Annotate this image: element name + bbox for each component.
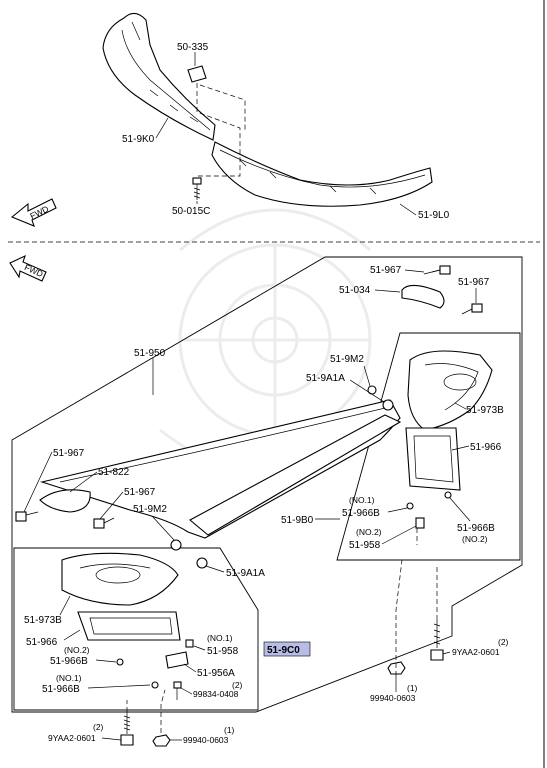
label-50-335: 50-335: [177, 42, 209, 53]
label-51-966B: 51-966B: [42, 684, 80, 695]
label-9YAA2-0601: 9YAA2-0601: [452, 647, 500, 657]
label-51-973B: 51-973B: [24, 615, 62, 626]
label-qty: (2): [498, 637, 509, 647]
label-51-966B: 51-966B: [50, 656, 88, 667]
label-qty: (2): [232, 680, 243, 690]
label-51-9C0: 51-9C0: [267, 645, 300, 656]
rear-spoiler-wing: [39, 399, 402, 539]
label-51-967: 51-967: [124, 487, 156, 498]
highlight-label-51-9C0[interactable]: 51-9C0: [263, 641, 311, 657]
label-51-9M2: 51-9M2: [133, 504, 167, 515]
label-51-9A1A: 51-9A1A: [306, 373, 345, 384]
label-99940-0603: 99940-0603: [370, 693, 416, 703]
label-50-015C: 50-015C: [172, 206, 210, 217]
bracket-51-822: [39, 489, 91, 513]
label-no1: (NO.1): [349, 495, 375, 505]
label-51-966: 51-966: [470, 442, 502, 453]
label-51-956A: 51-956A: [197, 668, 235, 679]
subbox-left: [13, 547, 259, 711]
label-51-9M2: 51-9M2: [330, 354, 364, 365]
screw-51-958: [415, 517, 425, 529]
fwd-arrow-icon: FWD: [9, 254, 47, 282]
bolt-99834-0408: [173, 681, 182, 700]
label-qty: (1): [224, 725, 235, 735]
label-9YAA2-0601: 9YAA2-0601: [48, 733, 96, 743]
label-51-034: 51-034: [339, 285, 371, 296]
label-51-967: 51-967: [53, 448, 85, 459]
bolt-9YAA2-0601-bottom: [120, 712, 134, 746]
label-51-9B0: 51-9B0: [281, 515, 314, 526]
bracket-51-034: [401, 284, 445, 309]
end-cap-51-973B-right: [407, 350, 493, 431]
assembly-box-51-950: [11, 256, 523, 713]
label-51-9L0: 51-9L0: [418, 210, 450, 221]
svg-text:FWD: FWD: [28, 204, 50, 221]
label-51-967: 51-967: [458, 277, 490, 288]
label-51-966B: 51-966B: [457, 523, 495, 534]
label-99834-0408: 99834-0408: [193, 689, 239, 699]
label-qty: (1): [407, 683, 418, 693]
label-51-9K0: 51-9K0: [122, 134, 155, 145]
label-51-967: 51-967: [370, 265, 402, 276]
label-no2: (NO.2): [356, 527, 382, 537]
label-51-973B: 51-973B: [466, 405, 504, 416]
label-51-822: 51-822: [98, 467, 130, 478]
front-lip-spoiler: [102, 12, 433, 207]
label-51-966: 51-966: [26, 637, 58, 648]
label-99940-0603: 99940-0603: [183, 735, 229, 745]
bolt-51-967: [461, 303, 483, 315]
label-51-958: 51-958: [207, 646, 239, 657]
label-no1: (NO.1): [207, 633, 233, 643]
gasket-51-966-left: [77, 611, 181, 641]
label-51-958: 51-958: [349, 540, 381, 551]
gasket-51-966-right: [405, 427, 461, 491]
bolt-51-967-left: [15, 511, 39, 522]
bolt-51-967-mid: [93, 517, 115, 529]
bolt-9YAA2-0601-right: [430, 620, 444, 661]
label-51-9A1A: 51-9A1A: [226, 568, 265, 579]
label-51-966B: 51-966B: [342, 508, 380, 519]
nut-99940-0603-bottom: [152, 734, 171, 747]
end-cap-51-973B-left: [61, 552, 179, 606]
label-no2: (NO.2): [64, 645, 90, 655]
label-51-950: 51-950: [134, 348, 166, 359]
fwd-arrow-icon: FWD: [10, 198, 57, 227]
nut-99940-0603-right: [387, 661, 406, 675]
label-no1: (NO.1): [56, 673, 82, 683]
label-qty: (2): [93, 722, 104, 732]
bolt-51-967: [423, 265, 451, 275]
label-no2: (NO.2): [462, 534, 488, 544]
